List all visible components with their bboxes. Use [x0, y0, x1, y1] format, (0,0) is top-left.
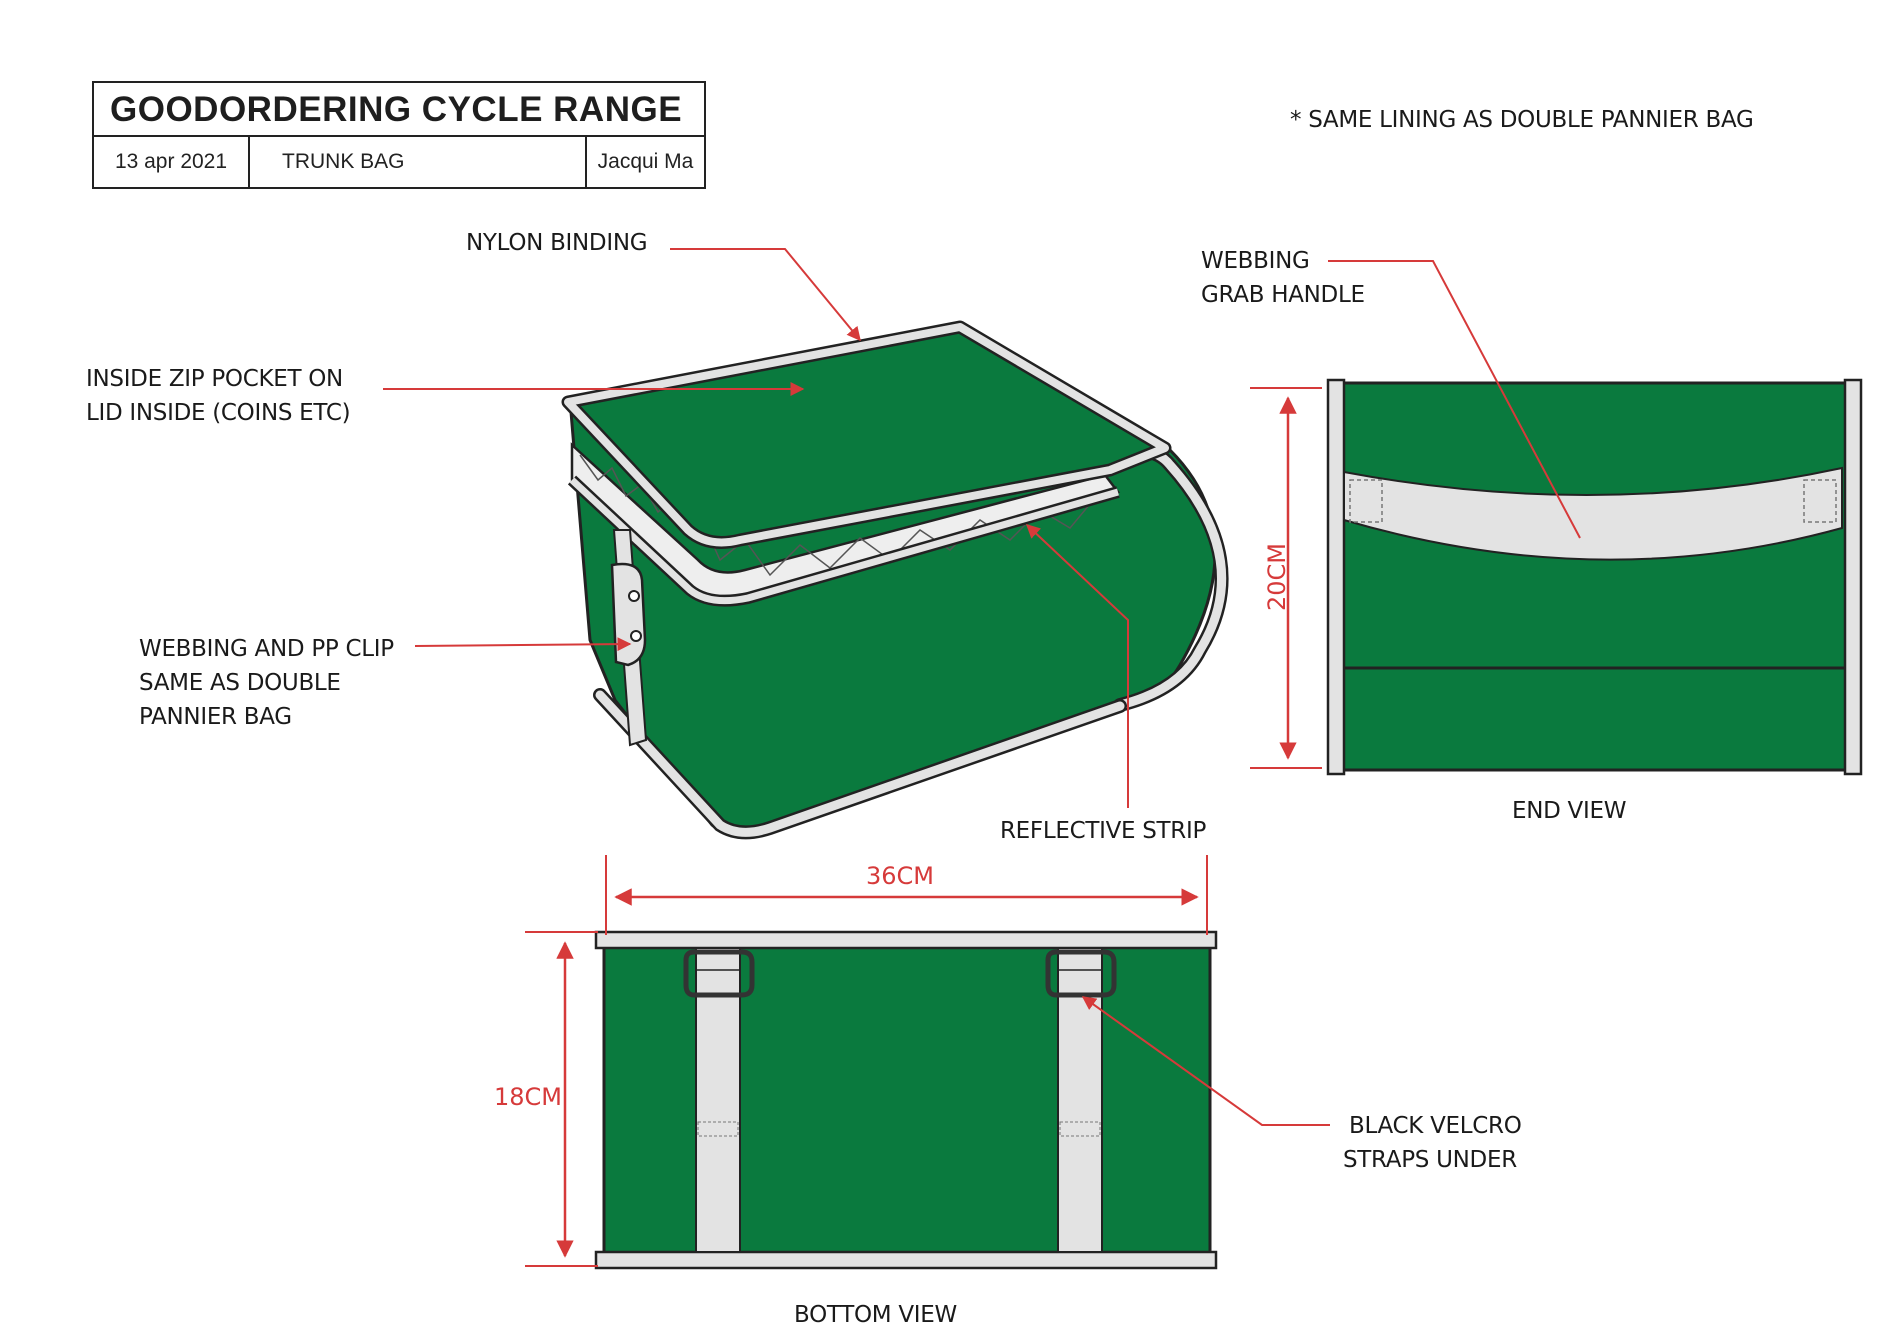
callout-velcro-line2: STRAPS UNDER: [1343, 1147, 1517, 1173]
leader-nylon-binding: [670, 248, 861, 342]
title-block: GOODORDERING CYCLE RANGE 13 apr 2021 TRU…: [92, 81, 706, 189]
callout-leaders: [383, 248, 1581, 1126]
callout-reflective-strip: REFLECTIVE STRIP: [1000, 818, 1207, 844]
product-name: TRUNK BAG: [250, 137, 587, 189]
strap-buckle-right-icon: [1045, 949, 1117, 998]
drawing-title: GOODORDERING CYCLE RANGE: [94, 83, 704, 137]
end-view-left-binding: [1326, 378, 1346, 776]
leader-handle: [1328, 260, 1581, 539]
leader-clip: [414, 637, 632, 652]
end-view-label: END VIEW: [1512, 798, 1627, 824]
bottom-view-top-binding: [594, 930, 1218, 950]
bottom-view-label: BOTTOM VIEW: [794, 1302, 957, 1328]
bottom-view: [525, 855, 1218, 1270]
width-dimension-label: 36CM: [866, 862, 935, 890]
callout-handle-line2: GRAB HANDLE: [1201, 282, 1365, 308]
velcro-strap-left: [695, 947, 741, 1253]
bottom-view-bottom-binding: [594, 1250, 1218, 1270]
callout-nylon-binding: NYLON BINDING: [466, 230, 648, 256]
drawing-date: 13 apr 2021: [94, 137, 250, 189]
lining-note: * SAME LINING AS DOUBLE PANNIER BAG: [1290, 107, 1754, 133]
author-name: Jacqui Ma: [597, 150, 694, 173]
leader-reflective: [1025, 524, 1129, 808]
callout-clip-line2: SAME AS DOUBLE: [139, 670, 341, 696]
leader-velcro: [1081, 996, 1330, 1126]
callout-zip-pocket-line2: LID INSIDE (COINS ETC): [86, 400, 351, 426]
height-dimension-label: 20CM: [1263, 542, 1292, 612]
end-view-panel: [1338, 381, 1850, 772]
bottom-view-panel: [602, 943, 1212, 1257]
end-view-right-binding: [1843, 378, 1863, 776]
callout-clip-line1: WEBBING AND PP CLIP: [139, 636, 394, 662]
pp-clip-icon: [610, 562, 647, 667]
depth-dimension-label: 18CM: [494, 1083, 563, 1111]
callout-clip-line3: PANNIER BAG: [139, 704, 292, 730]
bag-3d-view: [561, 320, 1229, 840]
strap-buckle-left-icon: [683, 949, 755, 998]
grab-handle: [1343, 466, 1843, 561]
callout-zip-pocket-line1: INSIDE ZIP POCKET ON: [86, 366, 343, 392]
callout-handle-line1: WEBBING: [1201, 248, 1310, 274]
callout-velcro-line1: BLACK VELCRO: [1349, 1113, 1522, 1139]
end-view: [1250, 378, 1863, 776]
